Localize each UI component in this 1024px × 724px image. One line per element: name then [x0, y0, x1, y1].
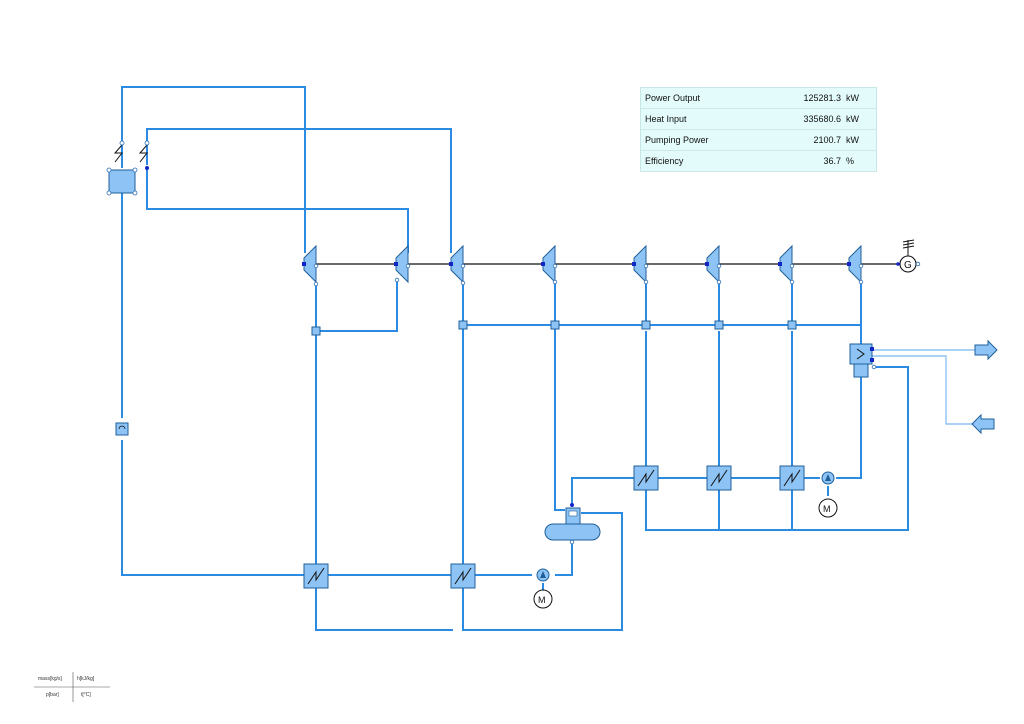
- motor-icon: M: [538, 595, 546, 605]
- result-unit: kW: [843, 108, 877, 130]
- result-label: Heat Input: [640, 108, 767, 130]
- result-value: 335680.6: [767, 108, 843, 130]
- result-value: 125281.3: [767, 87, 843, 109]
- result-unit: %: [843, 150, 877, 172]
- turbine-stages[interactable]: [302, 244, 864, 287]
- result-value: 2100.7: [767, 129, 843, 151]
- legend-enthalpy: h[kJ/kg]: [77, 676, 95, 682]
- legend-pressure: p[bar]: [46, 692, 59, 698]
- turbine-lp-2: [632, 244, 649, 285]
- heat-flux-icon: [113, 144, 124, 163]
- hp-heaters[interactable]: [303, 563, 476, 589]
- turbine-hp-2: [394, 244, 411, 284]
- pipe-network: [121, 86, 909, 631]
- motor-icon: M: [823, 504, 831, 514]
- table-row: Pumping Power 2100.7 kW: [640, 129, 877, 151]
- condensate-pump[interactable]: M: [818, 471, 838, 518]
- turbine-ip-1: [449, 244, 466, 286]
- result-unit: kW: [843, 129, 877, 151]
- hp-heater-2: [450, 563, 476, 589]
- results-table: Power Output 125281.3 kW Heat Input 3356…: [640, 87, 877, 172]
- turbine-lp-5: [847, 244, 864, 285]
- turbine-lp-4: [778, 244, 795, 285]
- table-row: Heat Input 335680.6 kW: [640, 108, 877, 130]
- cooling-water-lines: [872, 349, 975, 425]
- lp-heater-3: [779, 465, 805, 491]
- cooling-water-sink[interactable]: [974, 339, 998, 361]
- lp-heater-1: [633, 465, 659, 491]
- generator-icon: G: [904, 260, 912, 271]
- cooling-water-source[interactable]: [971, 413, 995, 435]
- turbine-lp-3: [705, 244, 722, 285]
- condenser[interactable]: [849, 343, 877, 378]
- generator[interactable]: G: [896, 239, 921, 273]
- feed-pump[interactable]: M: [533, 568, 553, 609]
- legend-grid: [34, 672, 110, 702]
- result-label: Pumping Power: [640, 129, 767, 151]
- turbine-lp-1: [541, 244, 558, 285]
- lp-heater-2: [706, 465, 732, 491]
- result-unit: kW: [843, 87, 877, 109]
- hp-heater-1: [303, 563, 329, 589]
- table-row: Efficiency 36.7 %: [640, 150, 877, 172]
- reheat-flux-icon: [138, 144, 149, 163]
- splitters[interactable]: [311, 320, 797, 336]
- table-row: Power Output 125281.3 kW: [640, 87, 877, 109]
- legend-temperature: t[°C]: [81, 692, 91, 698]
- boiler[interactable]: [106, 140, 150, 196]
- lp-heaters[interactable]: [633, 465, 805, 491]
- result-value: 36.7: [767, 150, 843, 172]
- deaerator[interactable]: [544, 503, 601, 545]
- result-label: Efficiency: [640, 150, 767, 172]
- turbine-hp-1: [302, 244, 319, 287]
- legend-mass: mass[kg/s]: [38, 676, 62, 682]
- circulation-pump[interactable]: [115, 422, 129, 436]
- result-label: Power Output: [640, 87, 767, 109]
